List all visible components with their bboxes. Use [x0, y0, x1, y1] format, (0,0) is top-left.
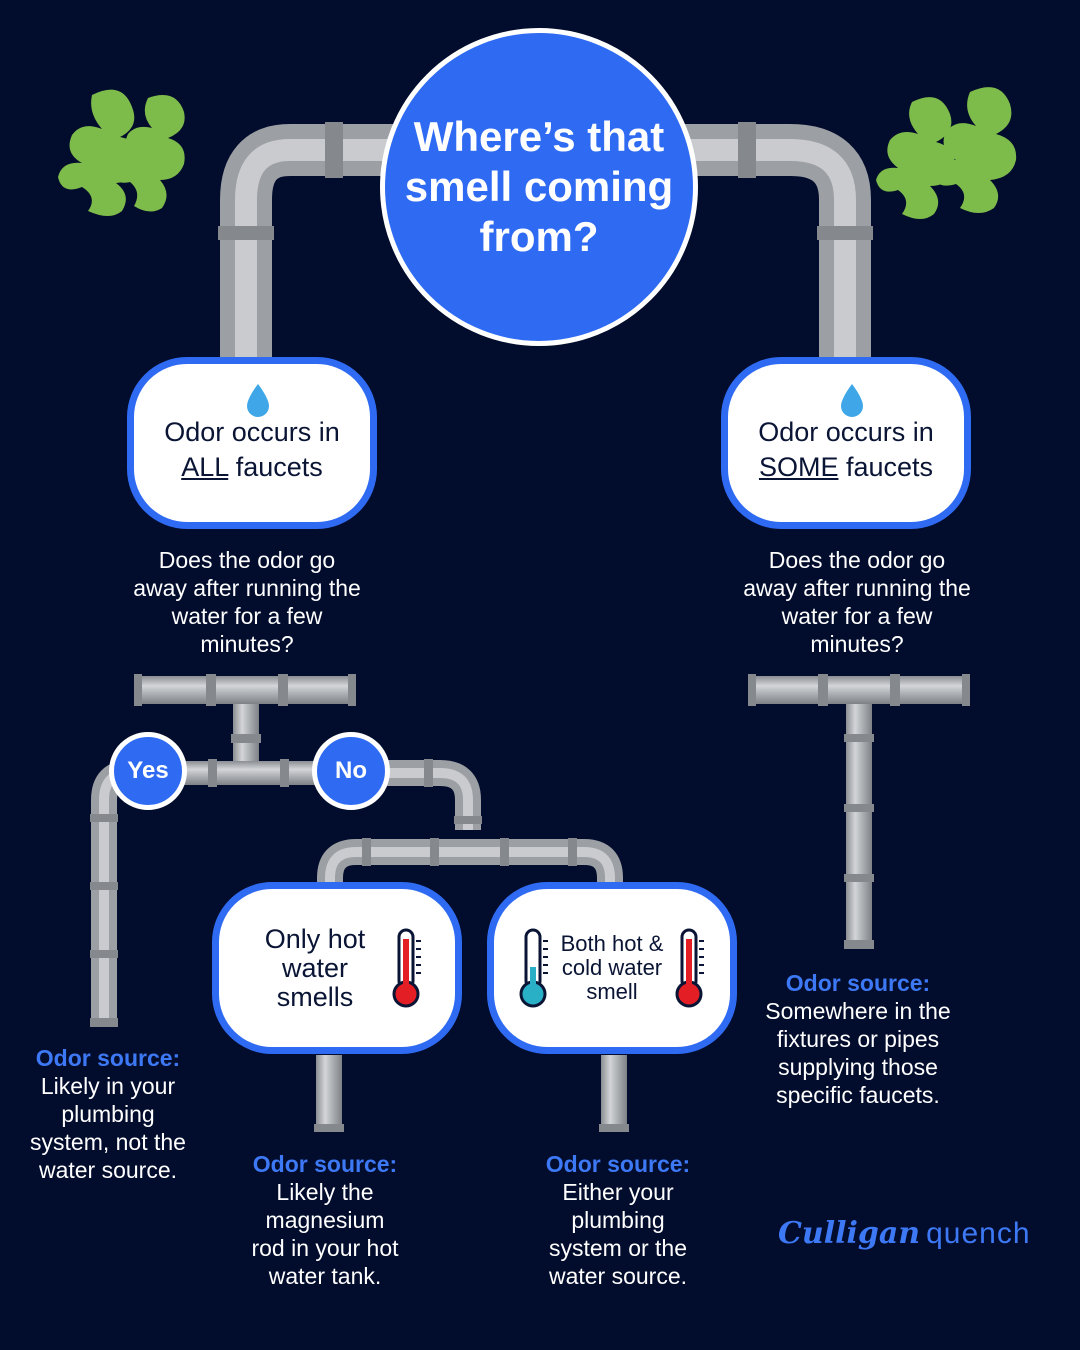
no-badge: No — [312, 732, 390, 810]
box-some-prefix: Odor occurs in — [758, 417, 934, 447]
source-text: Likely in your plumbing system, not the … — [30, 1073, 186, 1183]
smell-cloud-icon — [58, 89, 185, 216]
source-label: Odor source: — [35, 1045, 181, 1071]
source-both: Odor source: Either your plumbing system… — [532, 1150, 704, 1290]
source-text: Somewhere in the fixtures or pipes suppl… — [765, 998, 951, 1108]
box-all-emph: ALL — [181, 452, 229, 482]
logo-product: quench — [926, 1217, 1031, 1250]
source-label: Odor source: — [785, 970, 931, 996]
source-text: Either your plumbing system or the water… — [548, 1179, 688, 1289]
box-all-faucets: Odor occurs in ALL faucets — [127, 357, 377, 529]
title-circle: Where’s that smell coming from? — [380, 28, 698, 346]
source-label: Odor source: — [252, 1151, 398, 1177]
pipe-top-right — [685, 122, 873, 375]
question-left: Does the odor go away after running the … — [133, 547, 361, 657]
box-all-prefix: Odor occurs in — [164, 417, 340, 447]
box-both-label: Both hot & cold water smell — [560, 931, 664, 1004]
yes-badge: Yes — [109, 732, 187, 810]
box-only-hot-label: Only hot water smells — [264, 923, 366, 1012]
source-yes: Odor source: Likely in your plumbing sys… — [28, 1044, 188, 1184]
box-only-hot: Only hot water smells — [212, 882, 462, 1054]
source-some: Odor source: Somewhere in the fixtures o… — [760, 969, 956, 1109]
smell-cloud-icon — [876, 87, 1017, 219]
water-drop-icon — [841, 384, 863, 417]
source-hot: Odor source: Likely the magnesium rod in… — [246, 1150, 404, 1290]
question-right: Does the odor go away after running the … — [743, 547, 971, 657]
box-some-emph: SOME — [758, 452, 839, 482]
pipe-top-left — [218, 122, 395, 375]
logo-brand: Culligan — [778, 1216, 921, 1251]
thermometer-cold-icon — [519, 928, 548, 1008]
source-label: Odor source: — [545, 1151, 691, 1177]
box-some-suffix: faucets — [838, 452, 934, 482]
thermometer-hot-icon — [392, 928, 421, 1008]
water-drop-icon — [247, 384, 269, 417]
box-some-faucets: Odor occurs in SOME faucets — [721, 357, 971, 529]
source-text: Likely the magnesium rod in your hot wat… — [251, 1179, 399, 1289]
thermometer-hot-icon — [675, 928, 704, 1008]
box-all-suffix: faucets — [228, 452, 323, 482]
pipe-right-branch — [748, 674, 970, 949]
box-both: Both hot & cold water smell — [487, 882, 737, 1054]
page-title: Where’s that smell coming from? — [404, 113, 674, 260]
